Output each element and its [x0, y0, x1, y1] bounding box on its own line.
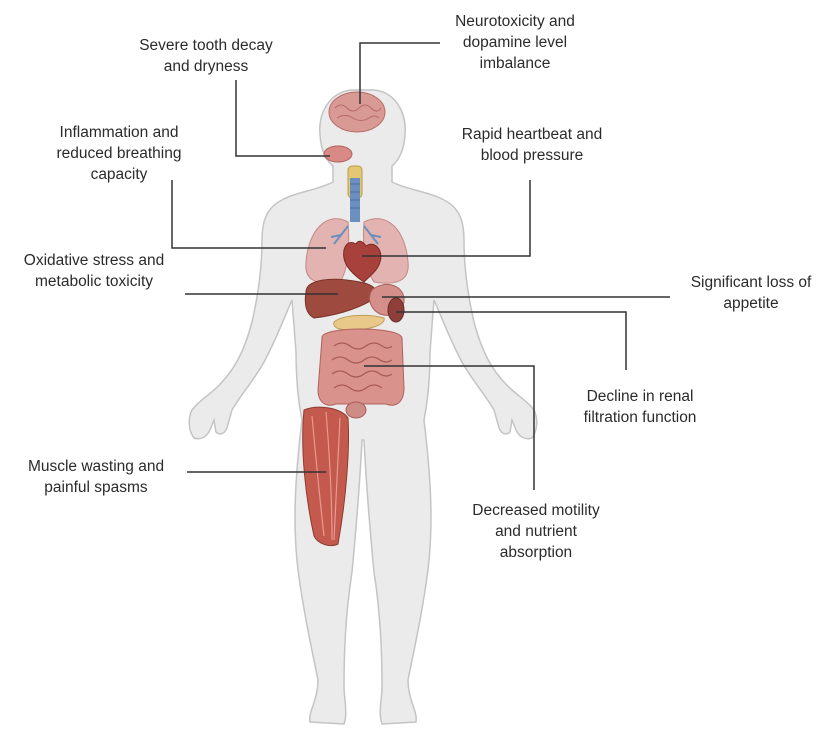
brain-icon	[329, 92, 385, 132]
mouth-icon	[324, 146, 352, 162]
kidney-icon	[388, 298, 404, 322]
intestines-icon	[318, 329, 404, 405]
trachea-icon	[348, 166, 362, 222]
bladder-icon	[346, 402, 366, 418]
leader-tooth	[236, 80, 330, 156]
